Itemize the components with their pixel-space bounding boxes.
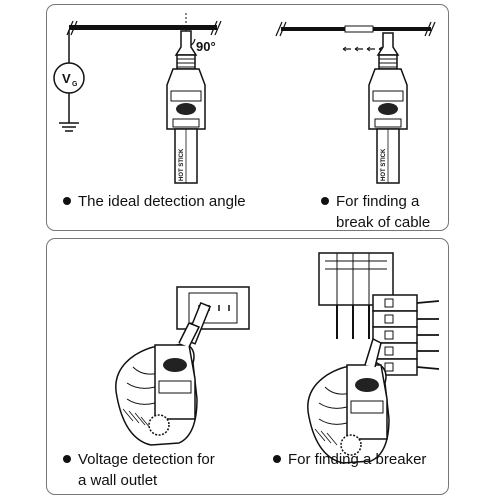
breaker-panel-details bbox=[325, 253, 387, 305]
tester-neck bbox=[178, 322, 201, 348]
bottom-illustration bbox=[115, 252, 440, 464]
breaker-diagram bbox=[307, 252, 440, 464]
breaker-3 bbox=[372, 326, 418, 344]
tester-label-plate bbox=[350, 400, 384, 414]
tester-neck bbox=[364, 337, 382, 368]
bullet-icon bbox=[321, 197, 329, 206]
hot-stick-label: HOT STICK bbox=[381, 148, 387, 181]
breaker-stack bbox=[372, 294, 418, 376]
cable-left-segment bbox=[281, 27, 345, 31]
ideal-angle-diagram bbox=[53, 13, 222, 184]
caption-break-of-cable: For finding a break of cable bbox=[321, 191, 430, 233]
caption-wall-outlet: Voltage detection for a wall outlet bbox=[63, 449, 215, 491]
breaker-2 bbox=[372, 310, 418, 328]
breaker-toggles bbox=[384, 298, 394, 372]
speaker-grille bbox=[378, 103, 398, 115]
bullet-icon bbox=[63, 197, 71, 206]
caption-text-line1: Voltage detection for bbox=[78, 451, 215, 468]
bullet-icon bbox=[273, 455, 281, 464]
caption-text-line1: For finding a bbox=[336, 193, 420, 210]
bus-bars bbox=[336, 305, 370, 339]
caption-finding-breaker: For finding a breaker bbox=[273, 449, 426, 470]
top-panel: 90° V G HOT STICK HOT ST bbox=[46, 4, 449, 231]
cable-break-mark-left bbox=[275, 21, 287, 37]
cable-break-mark-right bbox=[424, 21, 436, 37]
speaker-grille bbox=[355, 378, 379, 392]
probe-tip bbox=[174, 30, 198, 56]
cable-right-segment bbox=[373, 27, 431, 31]
bullet-icon bbox=[63, 455, 71, 464]
cable-break-mark-right bbox=[210, 20, 222, 36]
wall-outlet-diagram bbox=[115, 286, 250, 446]
caption-text: For finding a breaker bbox=[288, 451, 427, 468]
voltage-source-subscript: G bbox=[72, 81, 78, 88]
neck-rings bbox=[379, 58, 397, 68]
caption-text: The ideal detection angle bbox=[78, 193, 246, 210]
hand-hatching bbox=[122, 408, 152, 430]
load-wires bbox=[416, 300, 440, 370]
tester-device bbox=[166, 30, 206, 184]
hand-with-tester bbox=[115, 322, 201, 446]
cable bbox=[69, 25, 217, 30]
top-illustration: 90° V G HOT STICK HOT ST bbox=[53, 13, 436, 184]
hand-hatching bbox=[314, 428, 338, 446]
ground-symbol bbox=[59, 122, 79, 132]
probe-tip bbox=[376, 32, 400, 56]
speaker-grille bbox=[176, 103, 196, 115]
voltage-source bbox=[53, 62, 85, 94]
angle-label: 90° bbox=[196, 39, 216, 54]
tester-button bbox=[172, 118, 200, 128]
tester-label-plate bbox=[170, 90, 202, 102]
tester-button bbox=[374, 118, 402, 128]
caption-ideal-angle: The ideal detection angle bbox=[63, 191, 246, 212]
voltage-source-label: V bbox=[62, 71, 71, 86]
cable-break-diagram bbox=[275, 21, 436, 184]
speaker-grille bbox=[163, 358, 187, 372]
hand-with-tester bbox=[307, 337, 390, 464]
dial-icon bbox=[148, 414, 170, 436]
cable-break-gap bbox=[344, 25, 374, 33]
breaker-1 bbox=[372, 294, 418, 312]
tester-device bbox=[368, 32, 408, 184]
tester-label-plate bbox=[158, 380, 192, 394]
dial-icon bbox=[340, 434, 362, 456]
caption-text-line2: a wall outlet bbox=[78, 472, 158, 489]
neck-rings bbox=[177, 58, 195, 68]
hot-stick-label: HOT STICK bbox=[179, 148, 185, 181]
cable-break-mark-left bbox=[66, 20, 78, 36]
bottom-panel: Voltage detection for a wall outlet For … bbox=[46, 238, 449, 495]
caption-text-line2: break of cable bbox=[336, 214, 431, 231]
tester-label-plate bbox=[372, 90, 404, 102]
scan-arrowheads bbox=[342, 46, 383, 52]
